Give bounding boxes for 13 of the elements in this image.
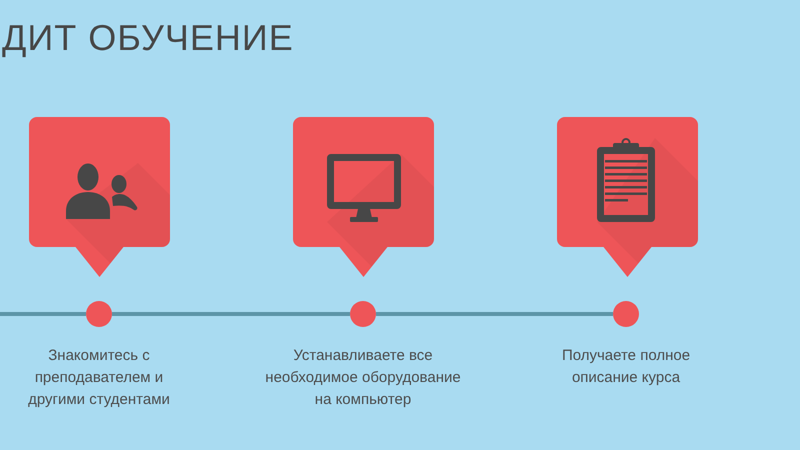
- callout-box: [29, 117, 170, 277]
- step-description: Знакомитесь с преподавателем и другими студентами: [27, 346, 171, 410]
- step-description: Получаете полное описание курса: [560, 346, 692, 388]
- timeline-dot: [613, 301, 639, 327]
- timeline-dot: [86, 301, 112, 327]
- timeline-line: [0, 312, 86, 316]
- title: ДИТ ОБУЧЕНИЕ: [2, 17, 294, 59]
- timeline-line: [112, 312, 350, 316]
- timeline-line: [376, 312, 613, 316]
- timeline-dot: [350, 301, 376, 327]
- callout-box: [293, 117, 434, 277]
- callout-box: [557, 117, 698, 277]
- step-description: Устанавливаете все необходимое оборудование на компьютер: [264, 346, 462, 410]
